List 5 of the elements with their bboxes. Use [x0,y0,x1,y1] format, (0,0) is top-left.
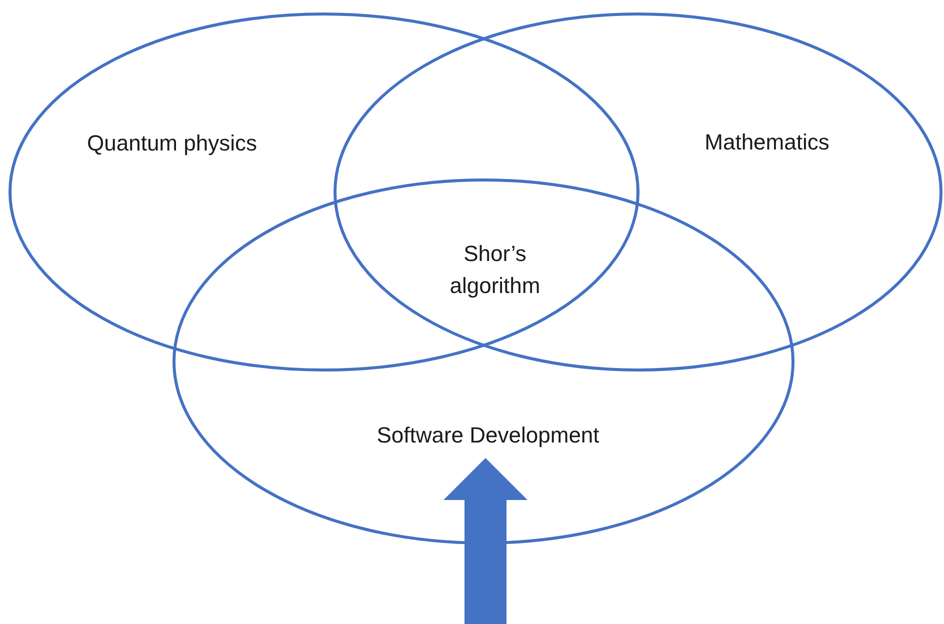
intersection-label: Shor’s algorithm [448,240,542,300]
set-label: Quantum physics [87,130,257,158]
block-arrow [444,458,528,624]
set-label: Software Development [376,422,600,450]
set-label: Mathematics [704,128,830,156]
